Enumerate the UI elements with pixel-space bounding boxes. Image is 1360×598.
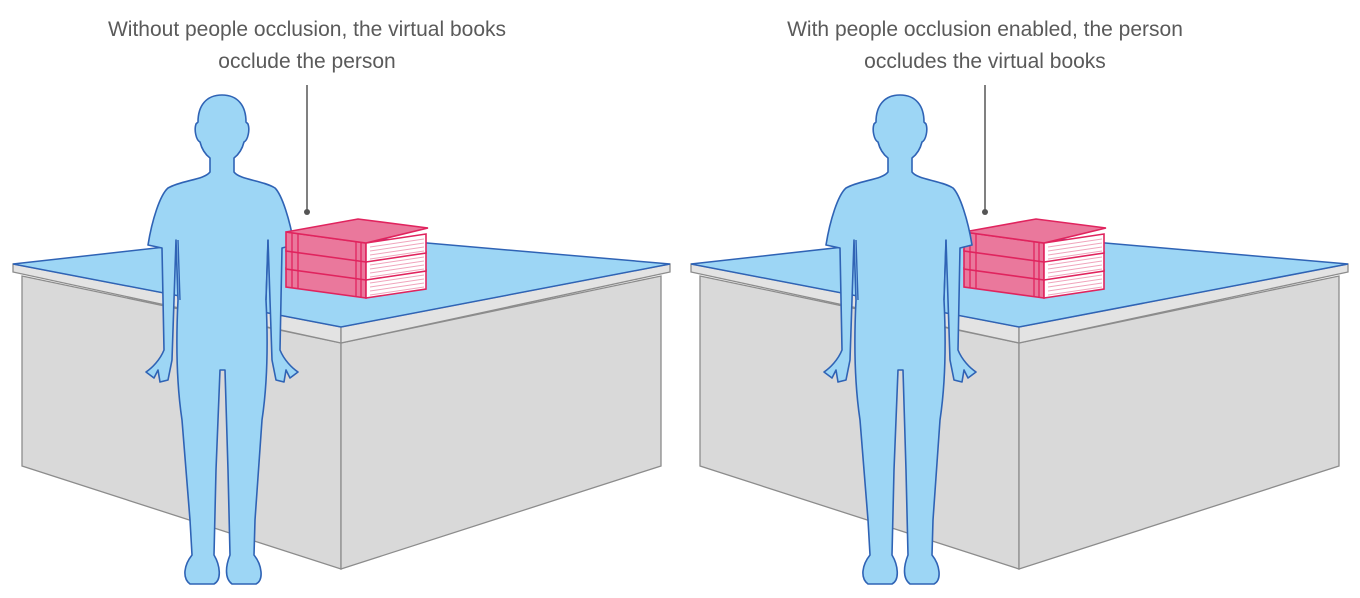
virtual-books (964, 219, 1106, 298)
caption-line: occludes the virtual books (864, 50, 1106, 73)
caption-with-occlusion: With people occlusion enabled, the perso… (685, 14, 1285, 78)
panel-without-occlusion (12, 85, 671, 585)
leader-dot (304, 209, 310, 215)
virtual-books (286, 219, 428, 298)
caption-line: With people occlusion enabled, the perso… (787, 18, 1183, 41)
caption-line: occlude the person (218, 50, 396, 73)
leader-dot (982, 209, 988, 215)
panel-with-occlusion (690, 85, 1349, 585)
caption-line: Without people occlusion, the virtual bo… (107, 18, 507, 41)
caption-without-occlusion: Without people occlusion, the virtual bo… (7, 14, 607, 78)
